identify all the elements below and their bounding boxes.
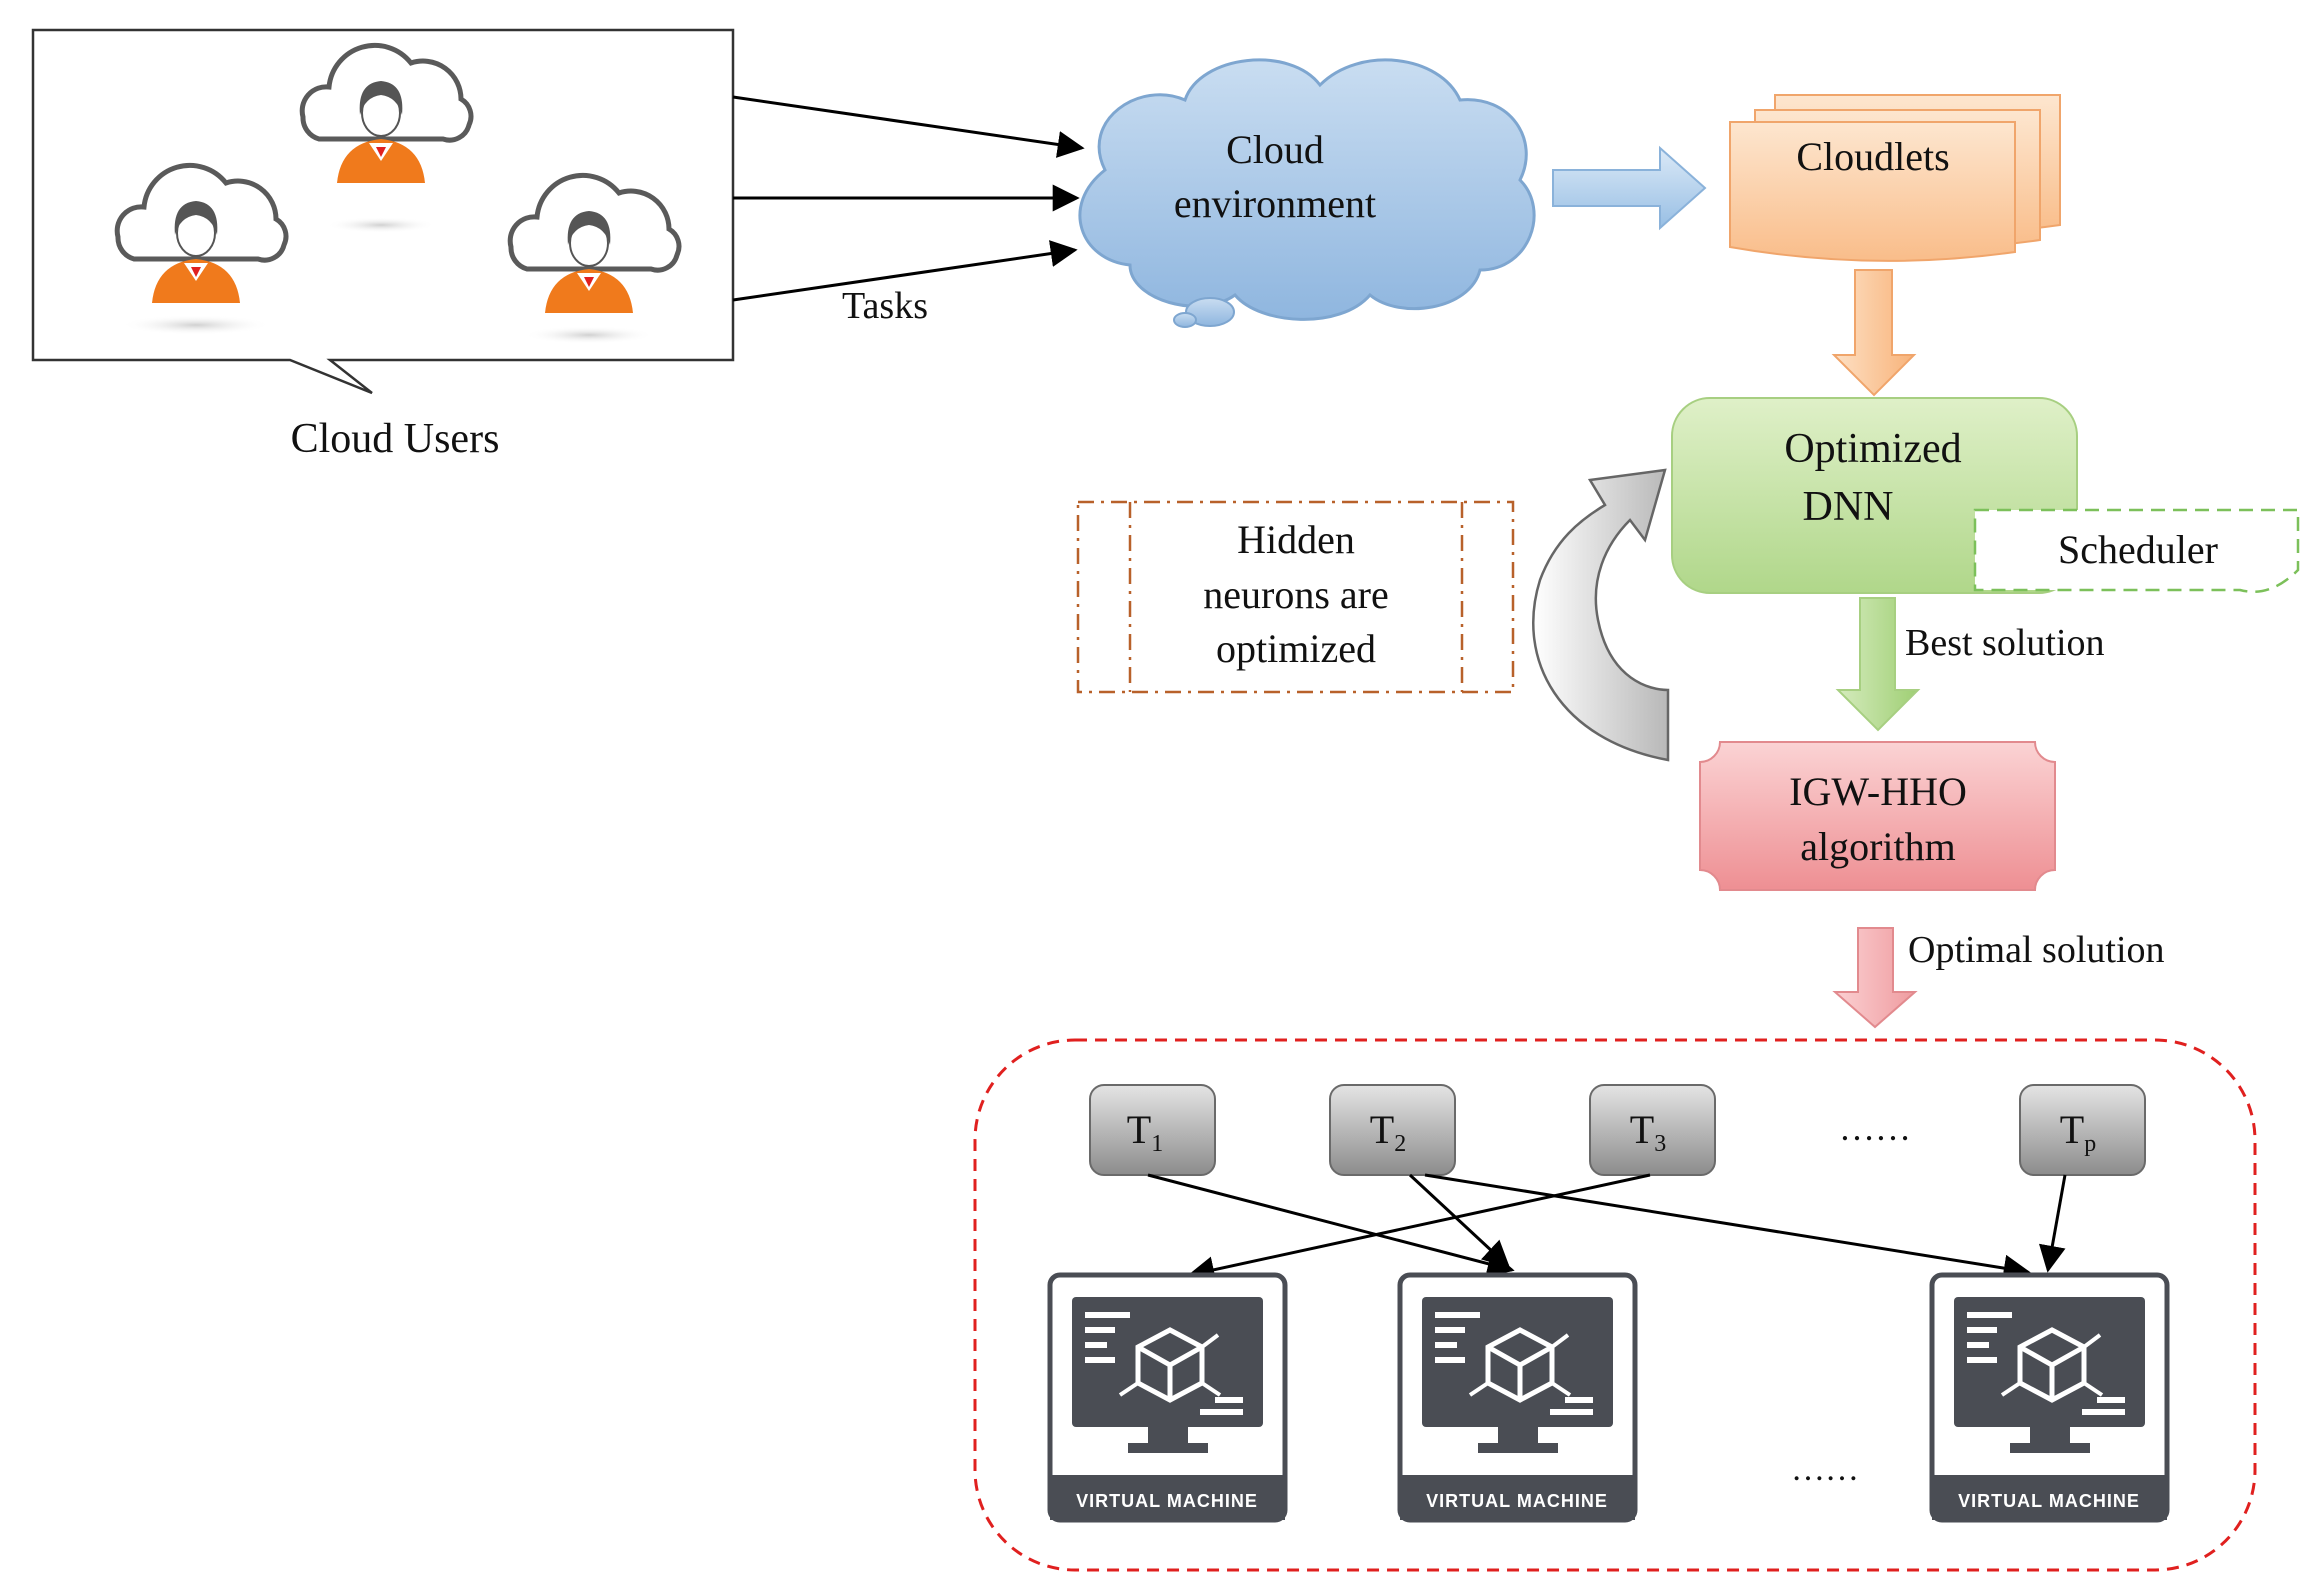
- task-subscript: p: [2084, 1131, 2096, 1157]
- algorithm-label-line1: IGW-HHO: [1789, 769, 1967, 814]
- task-name: T: [2060, 1107, 2084, 1152]
- user-icon: [507, 172, 682, 344]
- algorithm-label-line2: algorithm: [1800, 824, 1956, 869]
- scheduler-label: Scheduler: [2058, 527, 2218, 572]
- dnn-label-line1: Optimized: [1784, 426, 1961, 472]
- virtual-machine-1: VIRTUAL MACHINE: [1047, 1272, 1288, 1523]
- task-box-3: T3: [1589, 1084, 1716, 1176]
- cloudlets-stack: [1729, 94, 2061, 262]
- virtual-machine-2: VIRTUAL MACHINE: [1397, 1272, 1638, 1523]
- task-subscript: 2: [1394, 1131, 1406, 1157]
- cloud-to-cloudlets-arrow: [1552, 145, 1707, 231]
- svg-text:T2: T2: [1370, 1107, 1406, 1157]
- task-subscript: 1: [1151, 1131, 1163, 1157]
- task-box-1: T1: [1089, 1084, 1216, 1176]
- svg-text:T1: T1: [1127, 1107, 1163, 1157]
- virtual-machine-n: VIRTUAL MACHINE: [1929, 1272, 2170, 1523]
- task-ellipsis: ……: [1839, 1108, 1911, 1148]
- cloudlets-label: Cloudlets: [1796, 134, 1949, 179]
- feedback-curved-arrow: [1532, 468, 1670, 762]
- task-arrows: [732, 95, 1085, 302]
- hidden-neurons-box: [1076, 500, 1515, 694]
- hidden-label-line2: neurons are: [1203, 572, 1388, 617]
- vm-ellipsis: ……: [1791, 1451, 1859, 1488]
- svg-text:T3: T3: [1630, 1107, 1666, 1157]
- task-box-p: Tp: [2019, 1084, 2146, 1176]
- cloud-users-label: Cloud Users: [291, 416, 500, 462]
- algorithm-to-vm-arrow: [1832, 927, 1918, 1029]
- task-name: T: [1370, 1107, 1394, 1152]
- hidden-label-line1: Hidden: [1237, 517, 1355, 562]
- dnn-to-algorithm-arrow: [1835, 597, 1921, 732]
- cloudlets-to-dnn-arrow: [1831, 269, 1917, 397]
- user-icon: [299, 42, 474, 233]
- mapping-arrows: [1147, 1173, 2067, 1284]
- task-name: T: [1127, 1107, 1151, 1152]
- vm-label: VIRTUAL MACHINE: [1076, 1491, 1258, 1511]
- cube-icon: [1468, 1327, 1572, 1403]
- task-subscript: 3: [1654, 1131, 1666, 1157]
- user-icon: [114, 162, 289, 335]
- svg-text:Tp: Tp: [2060, 1107, 2096, 1157]
- tasks-label: Tasks: [842, 285, 928, 327]
- vm-mapping-container: [973, 1038, 2257, 1572]
- igw-hho-box: [1699, 741, 2056, 891]
- cloud-label-line1: Cloud: [1226, 127, 1324, 172]
- best-solution-label: Best solution: [1905, 622, 2105, 664]
- vm-label: VIRTUAL MACHINE: [1426, 1491, 1608, 1511]
- hidden-label-line3: optimized: [1216, 626, 1376, 671]
- dnn-label-line2: DNN: [1803, 484, 1894, 530]
- optimal-solution-label: Optimal solution: [1908, 929, 2165, 971]
- cloud-label-line2: environment: [1174, 181, 1376, 226]
- cloud-environment-shape: [1078, 58, 1536, 328]
- vm-label: VIRTUAL MACHINE: [1958, 1491, 2140, 1511]
- scheduler-box: [1973, 508, 2300, 594]
- task-box-2: T2: [1329, 1084, 1456, 1176]
- cube-icon: [2000, 1327, 2104, 1403]
- task-name: T: [1630, 1107, 1654, 1152]
- cube-icon: [1118, 1327, 1222, 1403]
